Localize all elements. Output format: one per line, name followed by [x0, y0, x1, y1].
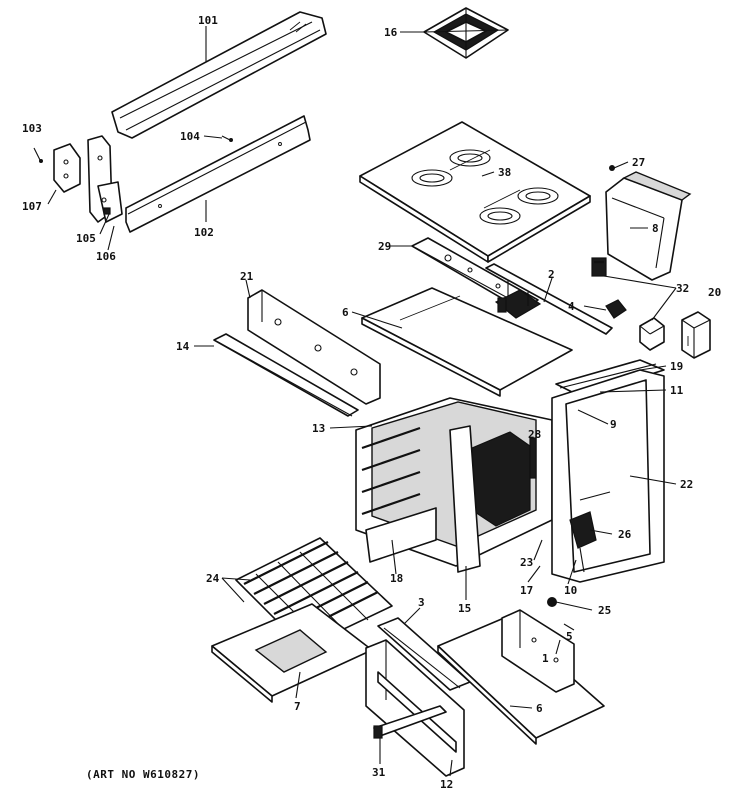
callout-107: 107 — [22, 200, 42, 213]
callout-22: 22 — [680, 478, 693, 491]
callout-4: 4 — [568, 300, 575, 313]
callout-18: 18 — [390, 572, 403, 585]
callout-3: 3 — [418, 596, 425, 609]
part-14-rail — [213, 333, 359, 417]
callout-24: 24 — [206, 572, 220, 585]
part-25-foot — [547, 597, 557, 607]
part-102-back-bar — [125, 115, 311, 233]
part-21-side-rail — [247, 289, 381, 405]
part-28-igniter — [529, 437, 537, 479]
part-oven-liner — [355, 397, 553, 573]
leader-lines — [47, 26, 677, 777]
callout-1: 1 — [542, 652, 549, 665]
callout-20: 20 — [708, 286, 721, 299]
part-103-screw — [33, 147, 43, 163]
callout-31: 31 — [372, 766, 386, 779]
callout-25: 25 — [598, 604, 611, 617]
part-31-slide — [373, 705, 447, 739]
part-32-gas-valve — [591, 257, 607, 277]
part-20-terminal-block — [681, 311, 711, 359]
part-107-end-bracket — [53, 143, 81, 193]
callout-12: 12 — [440, 778, 453, 791]
callout-26: 26 — [618, 528, 632, 541]
callout-13: 13 — [312, 422, 325, 435]
callout-23: 23 — [520, 556, 533, 569]
callout-29: 29 — [378, 240, 391, 253]
callout-10: 10 — [564, 584, 577, 597]
part-2-manifold — [485, 263, 613, 335]
part-16-burner-grate — [423, 7, 509, 59]
part-switch — [639, 317, 665, 351]
part-6-top-panel — [361, 287, 573, 397]
callout-104: 104 — [180, 130, 200, 143]
callout-7: 7 — [294, 700, 301, 713]
callout-5: 5 — [566, 630, 573, 643]
part-7-broiler-pan — [211, 603, 373, 703]
callout-labels: 101 16 103 104 107 102 105 106 38 27 8 2… — [22, 14, 721, 791]
callout-16: 16 — [384, 26, 398, 39]
callout-38: 38 — [498, 166, 511, 179]
callout-6-top: 6 — [342, 306, 349, 319]
callout-11: 11 — [670, 384, 684, 397]
callout-8: 8 — [652, 222, 659, 235]
part-4-connector — [605, 299, 627, 319]
part-105-bracket — [87, 135, 123, 223]
part-27-screw — [609, 165, 615, 171]
callout-19: 19 — [670, 360, 683, 373]
callout-105: 105 — [76, 232, 96, 245]
part-6-bottom-panel — [437, 617, 605, 745]
part-1-rear-bracket — [501, 609, 575, 693]
callout-14: 14 — [176, 340, 190, 353]
callout-102: 102 — [194, 226, 214, 239]
part-cooktop — [359, 121, 591, 263]
callout-21: 21 — [240, 270, 254, 283]
callout-9: 9 — [610, 418, 617, 431]
part-22-door — [551, 369, 665, 583]
callout-28: 28 — [528, 428, 541, 441]
part-12-drawer-front — [365, 639, 465, 777]
art-number: (ART NO W610827) — [86, 768, 200, 781]
callout-6-bottom: 6 — [536, 702, 543, 715]
callout-103: 103 — [22, 122, 42, 135]
part-26-hinge — [569, 511, 597, 573]
callout-27: 27 — [632, 156, 645, 169]
callout-106: 106 — [96, 250, 116, 263]
part-104-screw — [221, 135, 233, 142]
part-101-trim-bar — [111, 11, 327, 139]
part-8-back-guard — [605, 171, 692, 281]
callout-15: 15 — [458, 602, 471, 615]
callout-101: 101 — [198, 14, 218, 27]
callout-17: 17 — [520, 584, 533, 597]
callout-32: 32 — [676, 282, 689, 295]
callout-2: 2 — [548, 268, 555, 281]
